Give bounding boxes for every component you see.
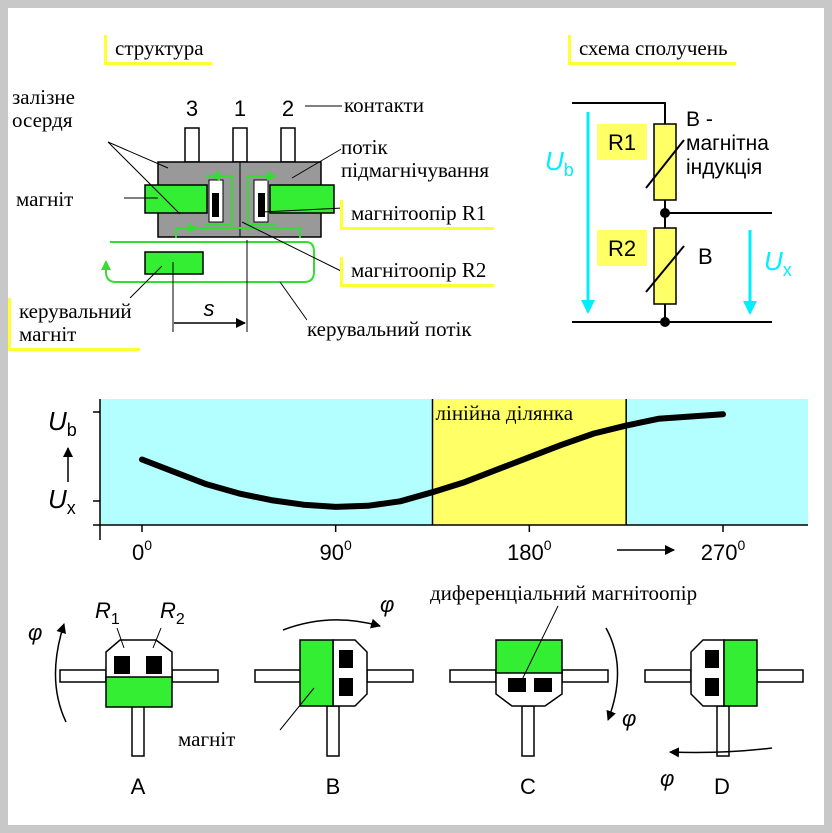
circuit-title: схема сполучень: [568, 35, 736, 66]
structure-drawing: 3 1 2 s: [101, 96, 344, 332]
control-flux-label: керувальний потік: [307, 317, 472, 342]
r1-label: R1: [608, 130, 636, 155]
iron-core-label: залізне осердя: [12, 85, 75, 133]
control-magnet-label: керувальний магніт: [8, 298, 140, 352]
bias-magnet-left: [144, 184, 208, 214]
letter-c: C: [520, 774, 536, 799]
b-induction-label: B - магнітна індукція: [686, 108, 769, 180]
orientation-b: φ B: [254, 592, 414, 799]
magnet-b: [299, 639, 334, 707]
contact-pin-2: [280, 127, 296, 163]
phi-c: φ: [622, 706, 636, 731]
linear-region-label: лінійна ділянка: [435, 401, 574, 426]
magnet-a: [105, 676, 173, 708]
contact-number-3: 3: [186, 96, 198, 121]
ub-label: Ub: [545, 146, 574, 180]
mr2-label: магнітоопір R2: [340, 257, 495, 288]
x-tick-label: 00: [132, 537, 152, 565]
resistor-r1: [653, 123, 677, 201]
magnet-d: [723, 639, 758, 707]
letter-a: A: [131, 774, 146, 799]
dmr-label: диференціальний магнітоопір: [430, 581, 698, 606]
control-flux-loop: [101, 241, 315, 283]
bias-magnet-right: [269, 184, 335, 214]
phi-a: φ: [28, 620, 42, 645]
structure-title: структура: [104, 35, 212, 66]
magnet-label: магніт: [16, 187, 74, 212]
magnet-orientation-label: магніт: [178, 727, 236, 752]
contact-number-1: 1: [234, 96, 246, 121]
contacts-label: контакти: [344, 93, 424, 118]
letter-b: B: [326, 774, 341, 799]
b-label: B: [698, 244, 713, 269]
mr1-label: магнітоопір R1: [340, 200, 495, 231]
r2-sensor-label: R2: [160, 598, 185, 628]
contact-number-2: 2: [282, 96, 294, 121]
x-tick-label: 2700: [701, 537, 746, 565]
chart-series-line: [139, 411, 726, 510]
circuit-diagram: R1 R2 Ub Ux B: [545, 102, 792, 327]
orientation-a: φ R1 R2 A: [28, 598, 219, 799]
y-bottom-label: Ux: [48, 484, 76, 518]
orientation-c: φ C: [449, 605, 636, 799]
y-top-label: Ub: [48, 406, 77, 440]
contact-pin-3: [184, 127, 200, 163]
orientation-diagrams: φ R1 R2 A φ B: [28, 592, 804, 799]
x-tick-label: 900: [320, 537, 352, 565]
r2-label: R2: [608, 236, 636, 261]
letter-d: D: [714, 774, 730, 799]
orientation-d: φ D: [644, 639, 804, 799]
phi-d: φ: [660, 766, 674, 791]
distance-symbol: s: [204, 296, 215, 321]
resistor-r2: [653, 227, 677, 305]
phi-b: φ: [380, 592, 394, 617]
control-magnet: [144, 251, 204, 275]
chart: 00 900 1800 2700 Ub Ux: [48, 399, 808, 565]
magnet-c: [495, 639, 563, 674]
ux-label: Ux: [764, 246, 792, 280]
bias-flux-label: потік підмагнічування: [341, 135, 490, 183]
contact-pin-1: [232, 127, 248, 163]
x-tick-label: 1800: [507, 537, 552, 565]
r1-sensor-label: R1: [95, 598, 120, 628]
